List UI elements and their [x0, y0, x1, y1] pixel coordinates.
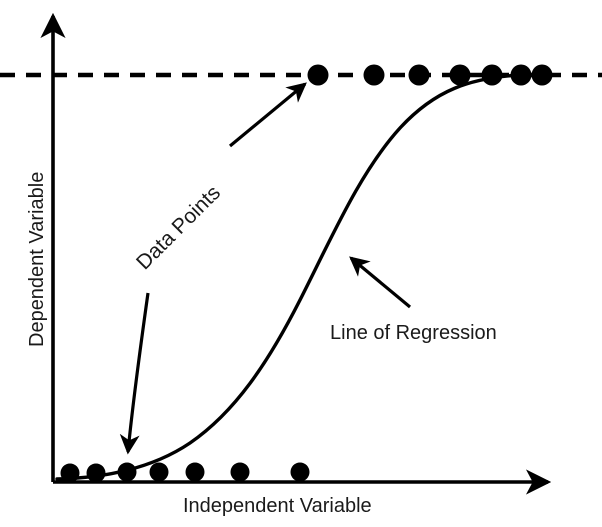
annotation-arrow-to-upper-point [228, 82, 307, 148]
data-point-group-lower [60, 462, 310, 483]
x-axis-label: Independent Variable [183, 495, 372, 517]
data-point [449, 64, 471, 86]
data-point [117, 462, 137, 482]
regression-curve [55, 73, 550, 481]
data-point [230, 462, 250, 482]
data-point-group-upper [307, 64, 553, 86]
data-point [307, 64, 329, 86]
annotation-arrow-to-lower-point [119, 292, 150, 455]
data-point [86, 463, 106, 483]
data-point [149, 462, 169, 482]
data-point [60, 463, 80, 483]
annotation-line-of-regression-label: Line of Regression [330, 322, 497, 344]
data-point [531, 64, 553, 86]
annotation-arrow-to-regression-curve [349, 256, 412, 309]
data-point [290, 462, 310, 482]
data-point [185, 462, 205, 482]
data-point [363, 64, 385, 86]
data-point [510, 64, 532, 86]
y-axis-label: Dependent Variable [26, 171, 48, 347]
data-point [408, 64, 430, 86]
data-point [481, 64, 503, 86]
